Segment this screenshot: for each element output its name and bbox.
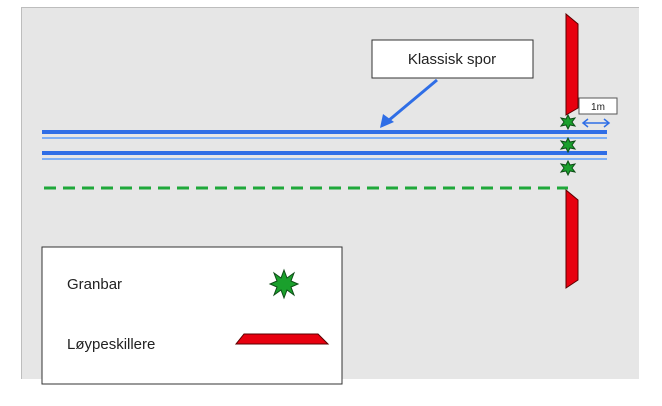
course-divider-lower bbox=[565, 188, 579, 289]
track-line-upper bbox=[42, 130, 607, 139]
callout-box bbox=[371, 39, 534, 79]
spruce-branch-icon bbox=[559, 159, 577, 177]
distance-arrow bbox=[581, 118, 611, 128]
callout-arrow bbox=[380, 78, 438, 128]
spruce-branch-icon bbox=[559, 136, 577, 154]
track-line-lower bbox=[42, 151, 607, 160]
legend-box bbox=[41, 246, 343, 385]
course-divider-upper bbox=[565, 12, 579, 116]
distance-label: 1m bbox=[591, 102, 605, 113]
legend-loypeskillere-label: Løypeskillere bbox=[67, 336, 155, 353]
spruce-branch-icon bbox=[559, 113, 577, 131]
legend-spruce-branch-icon bbox=[268, 268, 300, 300]
distance-label-box bbox=[578, 97, 618, 115]
legend-granbar-label: Granbar bbox=[67, 276, 122, 293]
legend-course-divider-icon bbox=[234, 333, 330, 345]
callout-label: Klassisk spor bbox=[408, 51, 496, 68]
